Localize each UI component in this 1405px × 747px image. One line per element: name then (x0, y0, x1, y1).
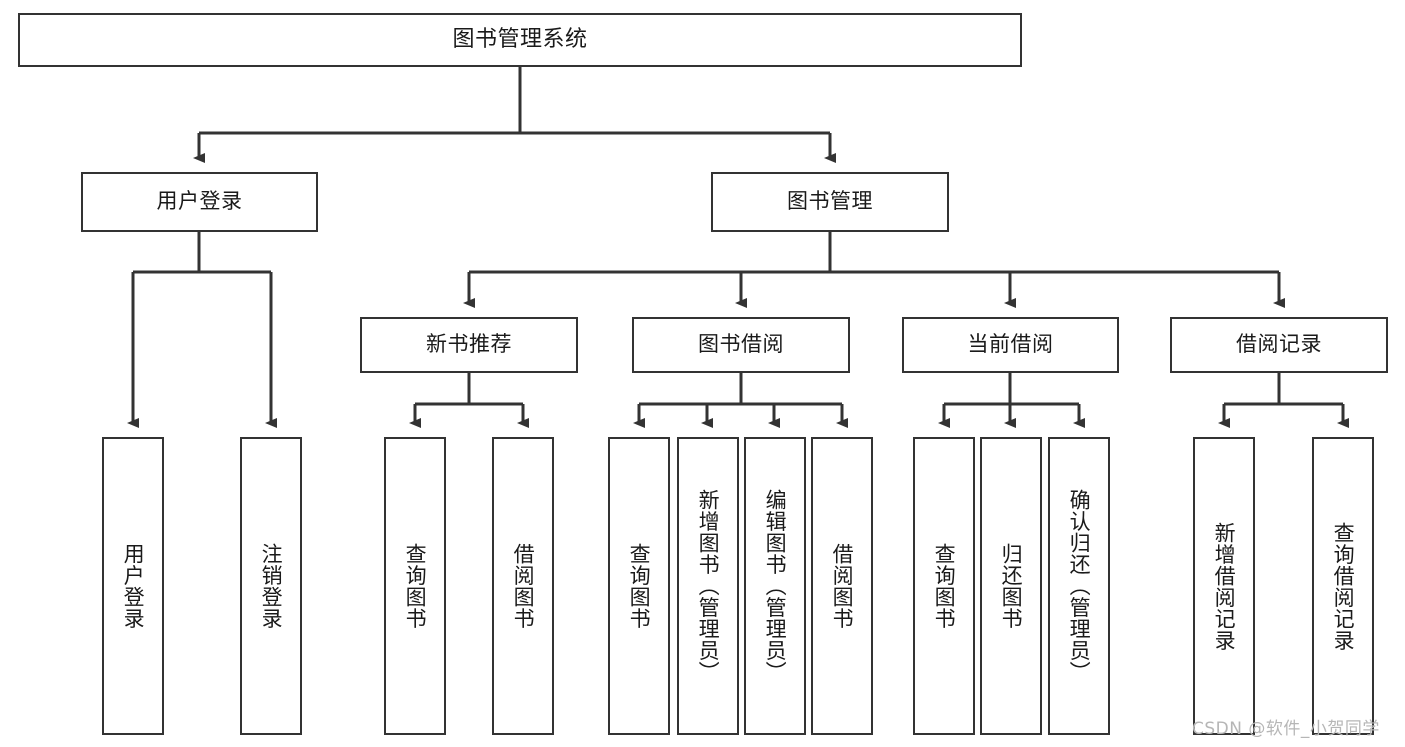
node-leaf-query-book-2[interactable]: 查询图书 (608, 437, 670, 735)
node-leaf-user-login[interactable]: 用户登录 (102, 437, 164, 735)
node-book-borrow[interactable]: 图书借阅 (632, 317, 850, 373)
node-user-login[interactable]: 用户登录 (81, 172, 318, 232)
node-leaf-add-record[interactable]: 新增借阅记录 (1193, 437, 1255, 735)
node-current-borrow[interactable]: 当前借阅 (902, 317, 1119, 373)
node-book-manage[interactable]: 图书管理 (711, 172, 949, 232)
node-leaf-return-book[interactable]: 归还图书 (980, 437, 1042, 735)
node-leaf-borrow-book-1[interactable]: 借阅图书 (492, 437, 554, 735)
node-root[interactable]: 图书管理系统 (18, 13, 1022, 67)
node-leaf-borrow-book-2[interactable]: 借阅图书 (811, 437, 873, 735)
node-leaf-query-book-1[interactable]: 查询图书 (384, 437, 446, 735)
node-new-book-rec[interactable]: 新书推荐 (360, 317, 578, 373)
node-leaf-add-book[interactable]: 新增图书（管理员） (677, 437, 739, 735)
csdn-watermark: CSDN @软件_小贺同学 (1192, 719, 1380, 739)
node-leaf-query-book-3[interactable]: 查询图书 (913, 437, 975, 735)
node-leaf-confirm-return[interactable]: 确认归还（管理员） (1048, 437, 1110, 735)
node-borrow-record[interactable]: 借阅记录 (1170, 317, 1388, 373)
node-leaf-query-record[interactable]: 查询借阅记录 (1312, 437, 1374, 735)
node-leaf-edit-book[interactable]: 编辑图书（管理员） (744, 437, 806, 735)
node-leaf-user-logout[interactable]: 注销登录 (240, 437, 302, 735)
